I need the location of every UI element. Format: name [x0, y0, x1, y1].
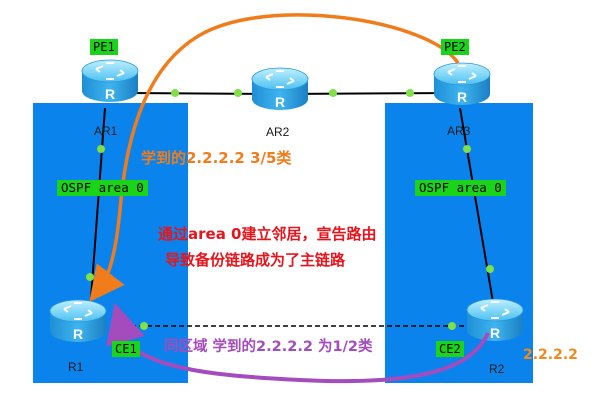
intra-area-note: 同区域 学到的2.2.2.2 为1/2类: [164, 339, 373, 355]
pe2-tag: PE2: [441, 39, 469, 55]
router-label-r1: R1: [68, 360, 84, 374]
ospf-right-tag: OSPF area 0: [415, 180, 506, 196]
router-icon[interactable]: [466, 298, 524, 342]
ce2-tag: CE2: [436, 341, 464, 357]
router-icon[interactable]: [251, 67, 309, 111]
ospf-left-tag: OSPF area 0: [57, 180, 148, 196]
router-label-ar2: AR2: [266, 125, 290, 139]
neighbor-note-line2: 导致备份链路成为了主链路: [165, 251, 346, 269]
router-label-ar3: AR3: [447, 124, 471, 138]
ce1-tag: CE1: [112, 341, 140, 357]
learned-route-top: 学到的2.2.2.2 3/5类: [141, 149, 292, 167]
router-icon[interactable]: [49, 299, 107, 343]
router-label-ar1: AR1: [94, 124, 118, 138]
router-label-r2: R2: [489, 362, 505, 376]
orange-arrow: [89, 13, 460, 302]
router-icon[interactable]: [433, 62, 491, 106]
neighbor-note-line1: 通过area 0建立邻居，宣告路由: [158, 225, 377, 243]
router-icon[interactable]: [81, 59, 139, 103]
pe1-tag: PE1: [90, 39, 118, 55]
purple-arrow: [106, 302, 490, 384]
loopback-address: 2.2.2.2: [523, 347, 578, 363]
